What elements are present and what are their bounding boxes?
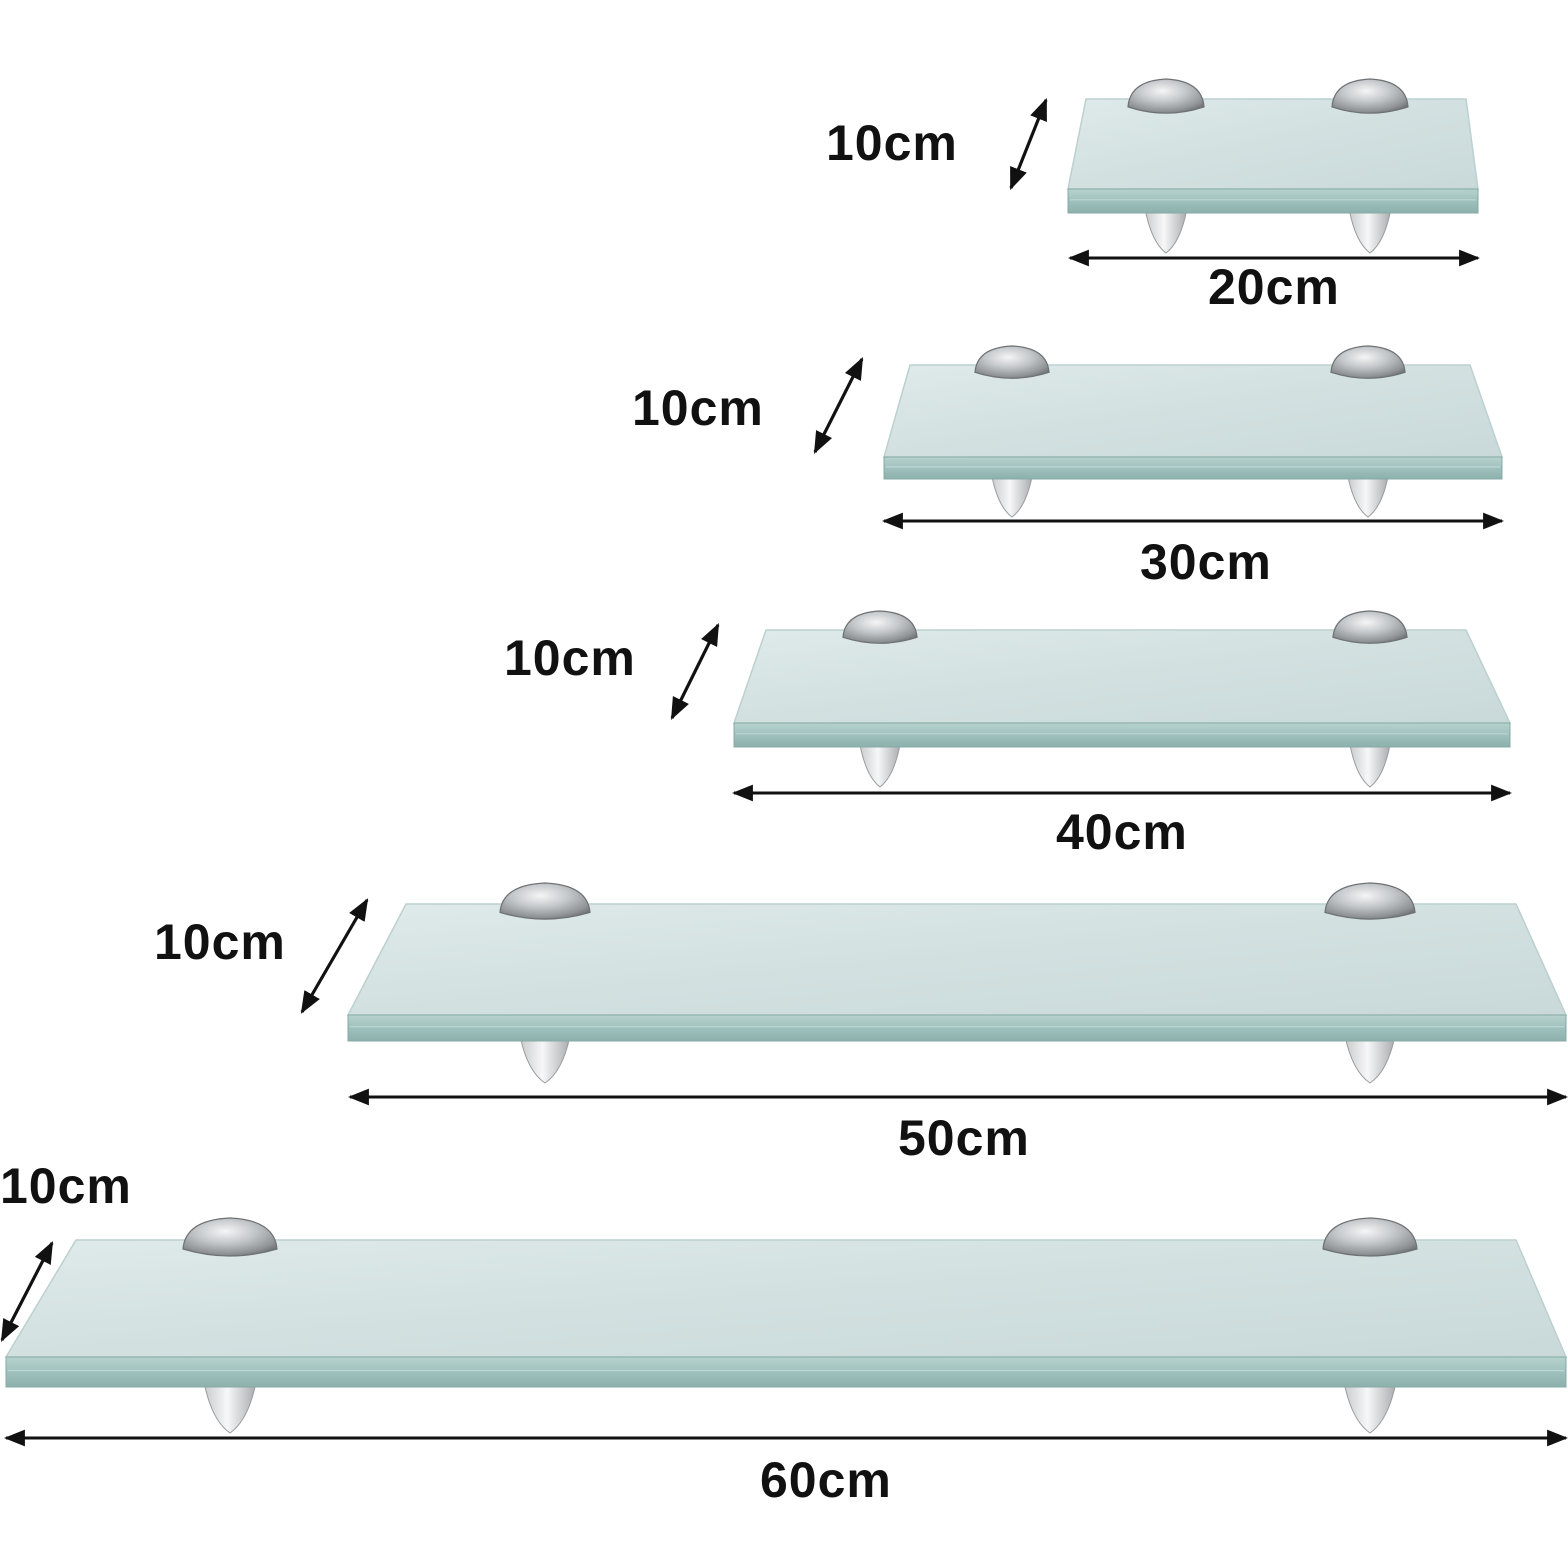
depth-label: 10cm bbox=[154, 914, 286, 970]
depth-arrow-icon bbox=[670, 622, 720, 721]
width-label: 30cm bbox=[1140, 534, 1272, 590]
glass-shelf bbox=[1009, 78, 1481, 267]
glass-shelf bbox=[813, 345, 1505, 530]
glass-shelf bbox=[300, 882, 1568, 1106]
bracket-cap-icon bbox=[1324, 882, 1416, 920]
bracket-clamp-icon bbox=[1347, 474, 1389, 518]
bracket-clamp-icon bbox=[1349, 742, 1391, 788]
glass-shelf-top bbox=[4, 1239, 1568, 1358]
depth-arrow-icon bbox=[300, 898, 369, 1014]
bracket-clamp-icon bbox=[991, 474, 1033, 518]
bracket-cap-icon bbox=[499, 882, 591, 920]
glass-shelf-top bbox=[346, 903, 1568, 1016]
bracket-clamp-icon bbox=[1344, 1036, 1396, 1084]
depth-arrow-icon bbox=[813, 357, 864, 454]
glass-shelf-top bbox=[883, 364, 1504, 458]
bracket-cap-icon bbox=[974, 345, 1050, 379]
bracket-cap-icon bbox=[842, 610, 918, 644]
bracket-clamp-icon bbox=[1348, 208, 1392, 254]
depth-label: 10cm bbox=[504, 630, 636, 686]
bracket-cap-icon bbox=[182, 1217, 278, 1257]
depth-label: 10cm bbox=[632, 380, 764, 436]
bracket-cap-icon bbox=[1322, 1217, 1418, 1257]
glass-shelf-edge bbox=[347, 1014, 1567, 1042]
glass-shelf-edge bbox=[733, 722, 1511, 748]
glass-shelf bbox=[670, 610, 1513, 802]
bracket-clamp-icon bbox=[519, 1036, 571, 1084]
bracket-cap-icon bbox=[1331, 78, 1409, 114]
width-label: 50cm bbox=[898, 1110, 1030, 1166]
glass-shelf-edge bbox=[5, 1356, 1567, 1388]
glass-shelf-edge bbox=[883, 456, 1503, 480]
bracket-clamp-icon bbox=[1343, 1382, 1397, 1434]
bracket-cap-icon bbox=[1127, 78, 1205, 114]
bracket-clamp-icon bbox=[1144, 208, 1188, 254]
depth-arrow-icon bbox=[1009, 97, 1048, 191]
width-label: 40cm bbox=[1056, 804, 1188, 860]
bracket-cap-icon bbox=[1330, 345, 1406, 379]
width-label: 60cm bbox=[760, 1452, 892, 1508]
depth-label: 10cm bbox=[826, 115, 958, 171]
glass-shelf bbox=[0, 1217, 1568, 1447]
glass-shelf-top bbox=[732, 629, 1512, 724]
depth-arrow-icon bbox=[0, 1241, 54, 1342]
bracket-cap-icon bbox=[1332, 610, 1408, 644]
depth-label: 10cm bbox=[0, 1158, 132, 1214]
width-label: 20cm bbox=[1208, 259, 1340, 315]
glass-shelf-edge bbox=[1067, 188, 1479, 214]
bracket-clamp-icon bbox=[203, 1382, 257, 1434]
bracket-clamp-icon bbox=[859, 742, 901, 788]
glass-shelf-top bbox=[1067, 98, 1479, 190]
